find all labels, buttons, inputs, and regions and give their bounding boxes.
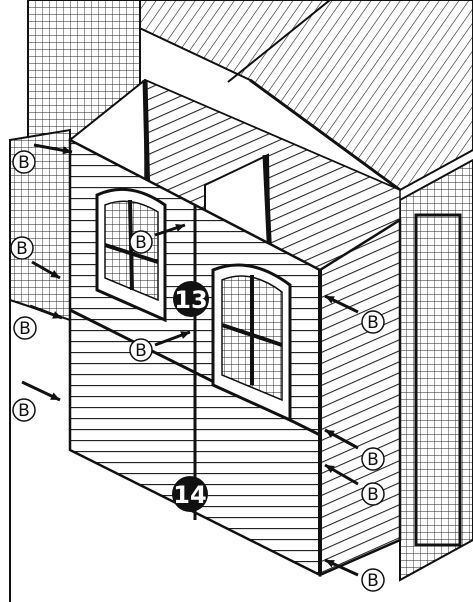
callout-circle (12, 398, 36, 422)
callout-label: B (367, 485, 379, 505)
callout-b: B (361, 568, 385, 592)
screw-arrow-head (325, 296, 335, 304)
callout-b: B (129, 338, 153, 362)
callout-b: B (12, 398, 36, 422)
callout-label: B (19, 319, 31, 339)
screw-arrow-head (325, 430, 335, 438)
callout-circle (10, 236, 34, 260)
screw-arrow-head (325, 560, 335, 568)
screw-arrow-head (50, 392, 60, 400)
callout-b: B (10, 236, 34, 260)
callout-b: B (129, 230, 153, 254)
callout-label: B (18, 153, 30, 173)
screw-arrow-head (50, 270, 60, 278)
callout-label: B (367, 313, 379, 333)
screw-arrow-head (325, 465, 335, 473)
side-panel (318, 217, 402, 577)
callout-circle (361, 310, 385, 334)
callout-b: B (361, 310, 385, 334)
screw-arrow-head (180, 331, 190, 339)
callout-circle (361, 447, 385, 471)
callout-label: B (135, 341, 147, 361)
right-mesh-run (399, 158, 473, 582)
screw-arrows (21, 143, 359, 577)
screw-arrow-head (175, 224, 185, 232)
callout-circle (361, 568, 385, 592)
callout-b: B (361, 447, 385, 471)
callout-circle (12, 150, 36, 174)
callout-label: B (367, 450, 379, 470)
roof (79, 0, 473, 192)
callout-circle (361, 482, 385, 506)
screw-arrow-head (52, 311, 62, 319)
callout-b: B (361, 482, 385, 506)
callout-circle (129, 230, 153, 254)
callout-label: B (16, 239, 28, 259)
callout-label: B (367, 571, 379, 591)
callout-b: B (12, 150, 36, 174)
callout-label: B (135, 233, 147, 253)
window-right (211, 263, 292, 423)
callout-circle (13, 316, 37, 340)
callout-label: B (18, 401, 30, 421)
screw-arrow-head (62, 146, 72, 155)
window-left (95, 187, 167, 323)
callout-b: B (13, 316, 37, 340)
callout-circle (129, 338, 153, 362)
